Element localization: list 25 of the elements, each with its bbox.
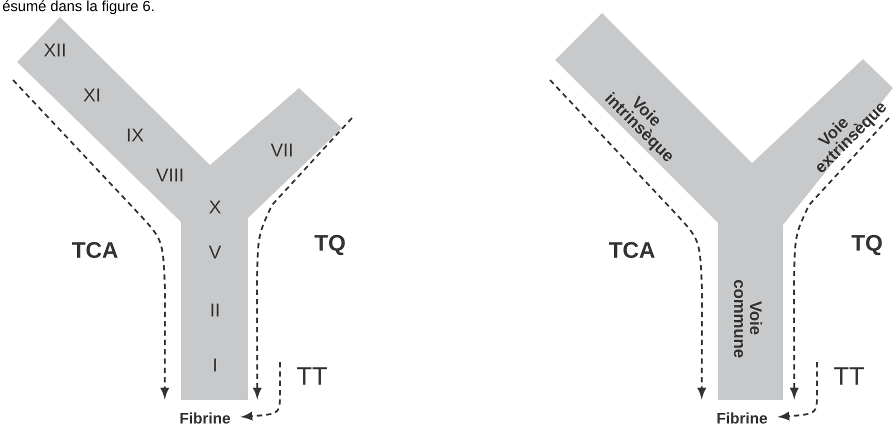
- product-label: Fibrine: [717, 412, 768, 424]
- edge-label: TQ: [314, 234, 345, 256]
- factor-label: VIII: [156, 168, 182, 182]
- factor-label: V: [208, 246, 222, 258]
- dashed-arrow: [790, 117, 890, 397]
- factor-label: IX: [128, 128, 144, 142]
- dashed-arrow: [780, 362, 818, 420]
- edge-label: TT: [834, 367, 864, 385]
- factor-label: II: [212, 304, 218, 316]
- product-label: Fibrine: [180, 412, 230, 424]
- edge-label: TT: [297, 367, 327, 385]
- pathway-label: Voie commune: [734, 280, 762, 358]
- dashed-arrow: [12, 79, 169, 397]
- dashed-arrow: [253, 117, 353, 397]
- factor-label: X: [209, 200, 221, 214]
- factor-label: XI: [84, 88, 100, 102]
- dashed-arrow: [549, 79, 706, 397]
- edge-label: TQ: [852, 234, 882, 256]
- y-shape: [555, 13, 893, 400]
- factor-label: I: [214, 358, 216, 372]
- edge-label: TCA: [608, 242, 655, 258]
- factor-label: XII: [44, 44, 65, 56]
- edge-label: TCA: [72, 242, 118, 258]
- factor-label: VII: [270, 144, 292, 156]
- dashed-arrow: [243, 362, 281, 420]
